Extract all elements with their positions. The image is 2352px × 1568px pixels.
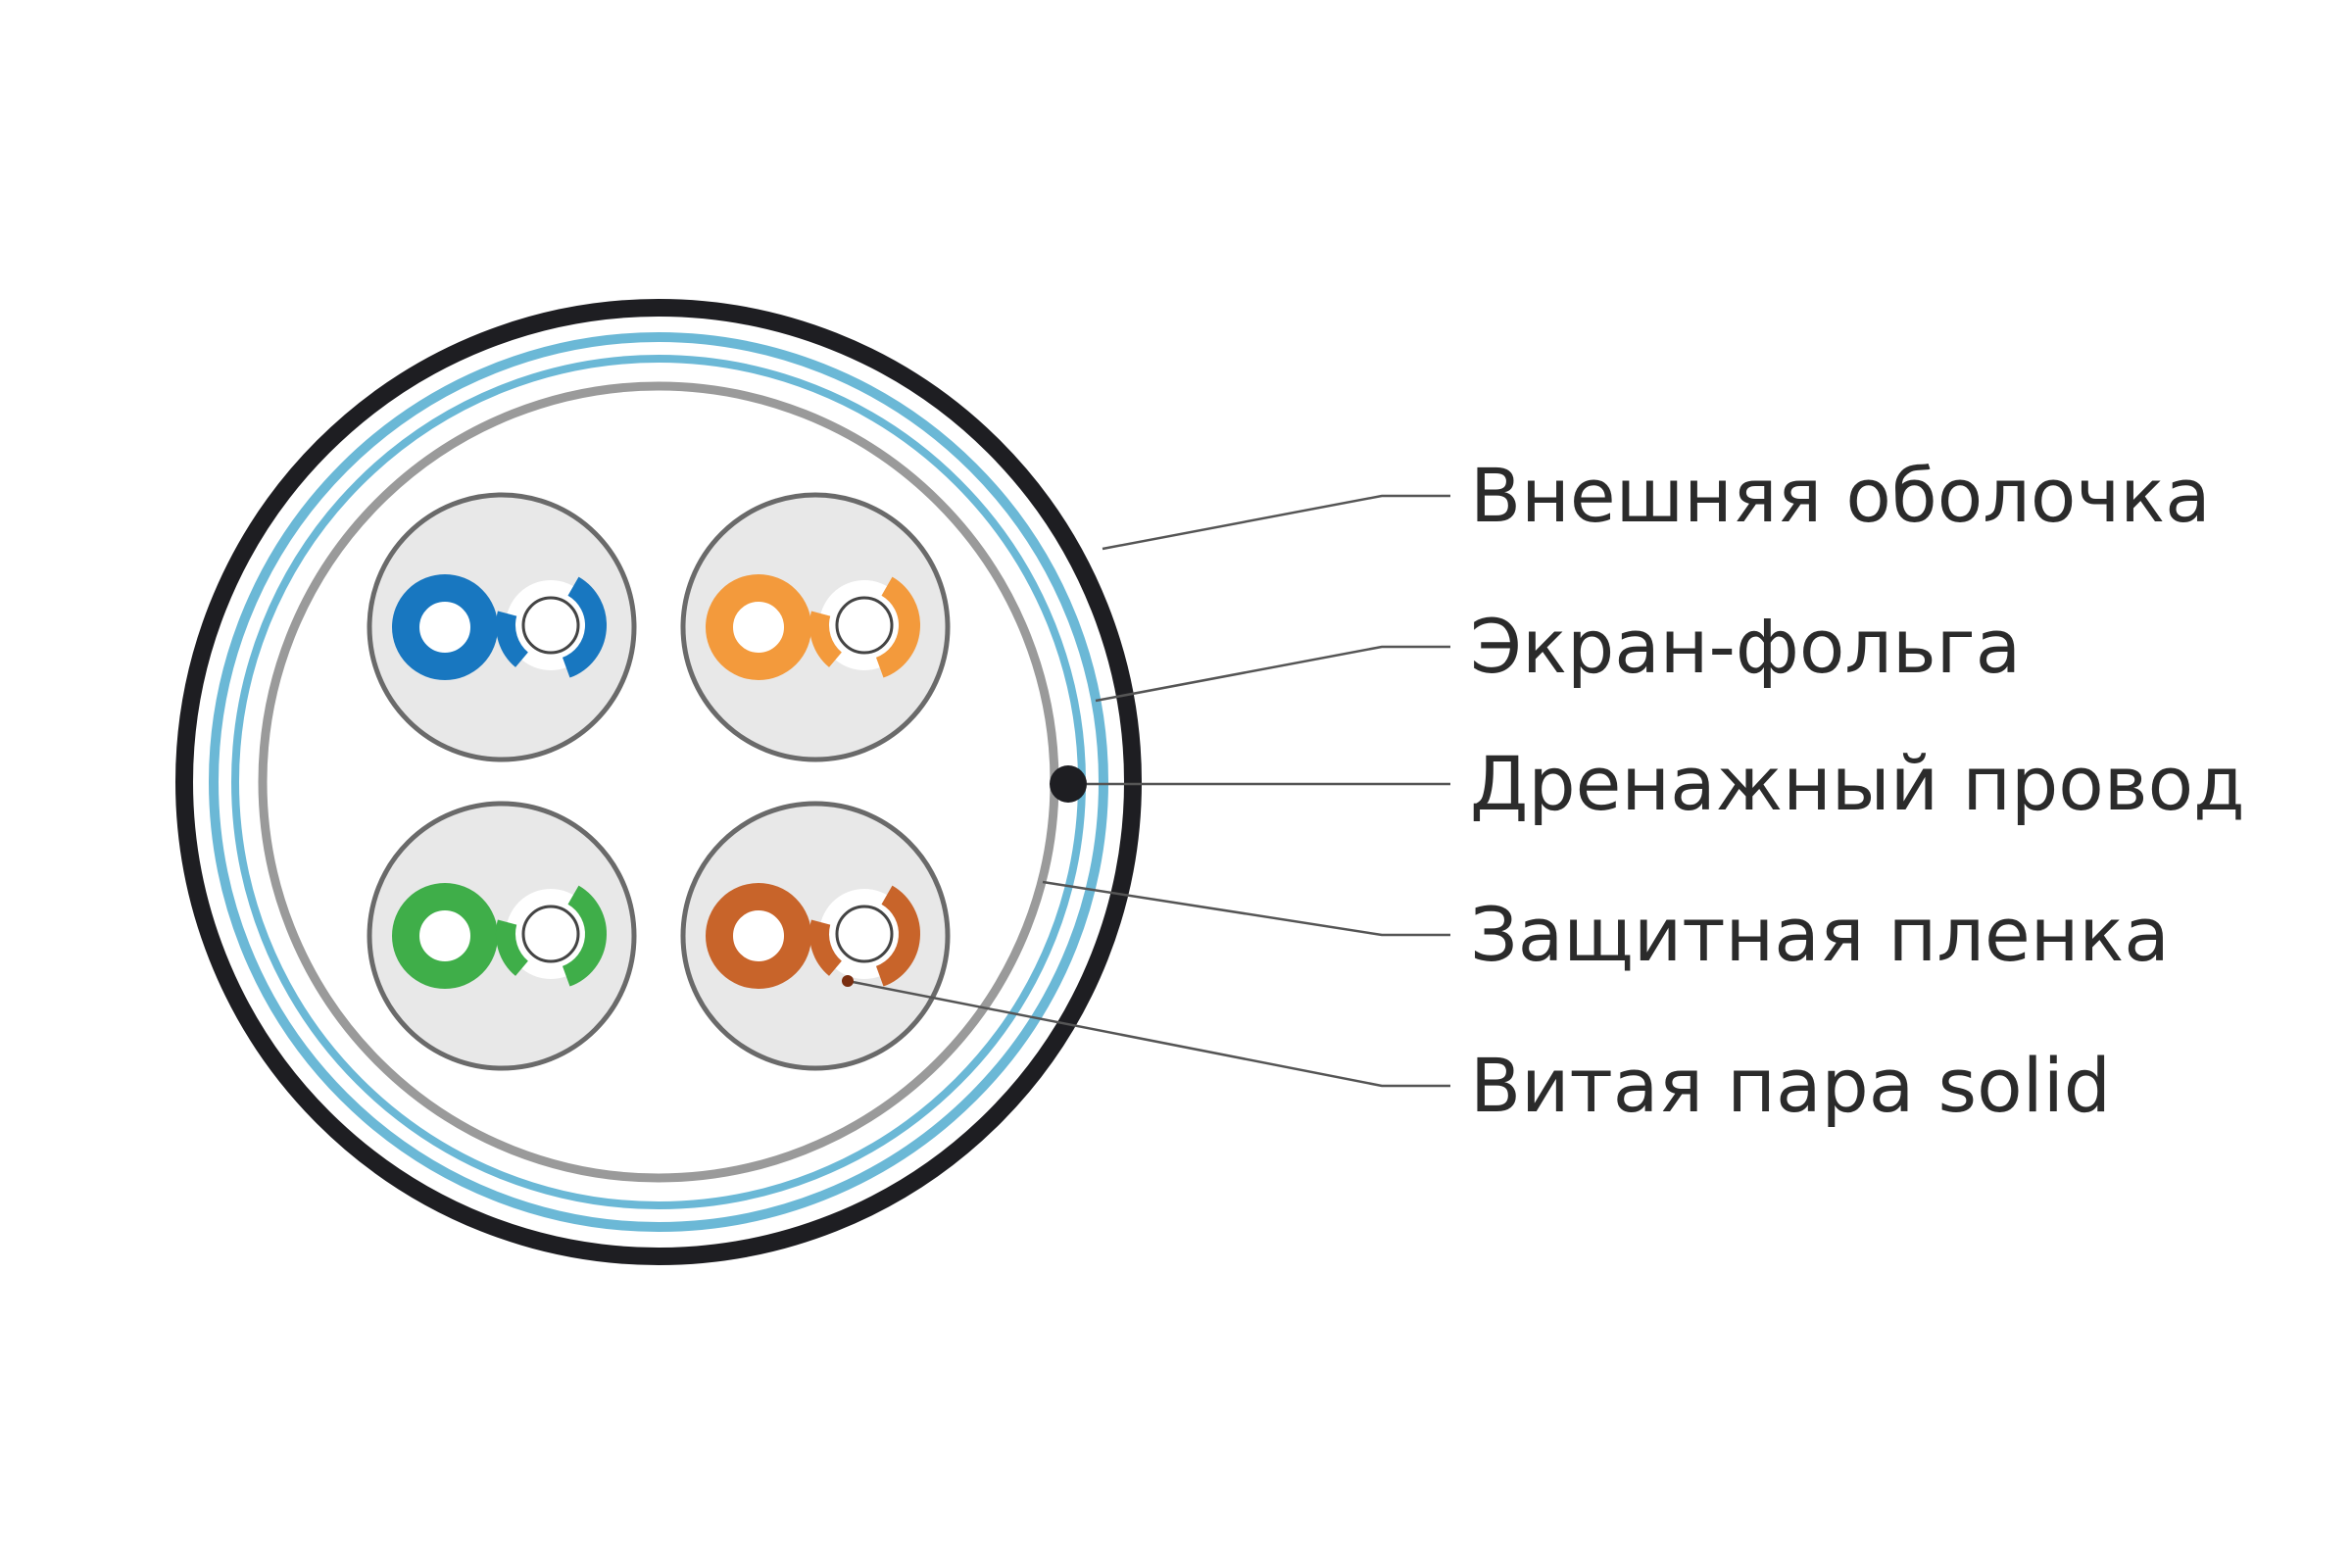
twisted-pairs xyxy=(367,492,951,1071)
foil-shield-ring-outer xyxy=(209,332,1108,1232)
twisted-pair-pointer-dot xyxy=(842,975,854,987)
solid-color-conductor xyxy=(706,574,811,680)
leader-line-foil xyxy=(1095,645,1450,703)
stripe-arc-left xyxy=(496,611,529,667)
leader-line-outer-sheath xyxy=(1102,494,1450,551)
stripe-arc-right xyxy=(562,576,607,678)
label-foil-shield: Экран-фольга xyxy=(1470,603,2021,690)
leader-line-protective-film xyxy=(1042,880,1450,937)
stripe-arc-left xyxy=(496,919,529,976)
label-drain-wire: Дренажный провод xyxy=(1470,740,2245,827)
conductor-core xyxy=(835,905,894,963)
solid-color-conductor xyxy=(706,883,811,989)
foil-shield-ring-inner xyxy=(231,355,1086,1209)
label-twisted-pair: Витая пара solid xyxy=(1470,1042,2111,1129)
cable-cross-section xyxy=(175,299,1142,1265)
callout-labels: Внешняя оболочка Экран-фольга Дренажный … xyxy=(1470,452,2245,1129)
callout-leaders xyxy=(842,494,1450,1088)
conductor-core xyxy=(835,596,894,655)
leader-line-twisted-pair xyxy=(847,979,1450,1088)
label-outer-sheath: Внешняя оболочка xyxy=(1470,452,2211,539)
brown-pair-icon xyxy=(680,801,951,1071)
drain-wire-icon xyxy=(1050,765,1087,803)
conductor-core xyxy=(521,596,580,655)
stripe-arc-left xyxy=(809,919,843,976)
protective-film-ring xyxy=(258,381,1059,1183)
stripe-arc-right xyxy=(875,885,920,987)
stripe-arc-left xyxy=(809,611,843,667)
solid-color-conductor xyxy=(392,574,498,680)
green-pair-icon xyxy=(367,801,637,1071)
conductor-core xyxy=(521,905,580,963)
label-protective-film: Защитная пленка xyxy=(1470,891,2170,978)
blue-pair-icon xyxy=(367,492,637,762)
stripe-arc-right xyxy=(562,885,607,987)
outer-sheath-ring xyxy=(175,299,1142,1265)
orange-pair-icon xyxy=(680,492,951,762)
stripe-arc-right xyxy=(875,576,920,678)
solid-color-conductor xyxy=(392,883,498,989)
